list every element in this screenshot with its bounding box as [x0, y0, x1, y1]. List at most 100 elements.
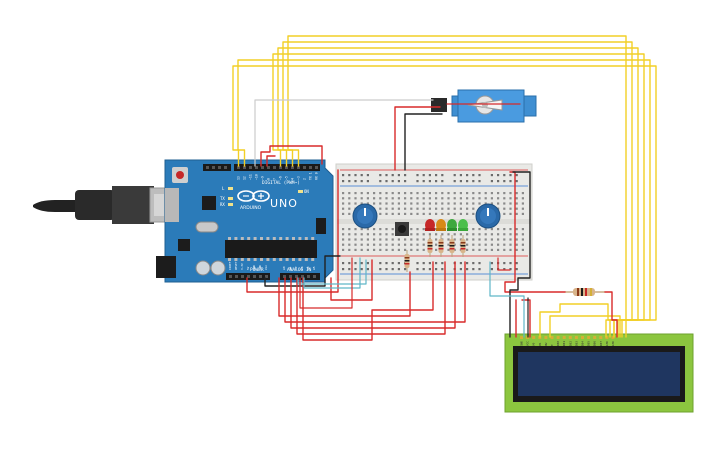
- breadboard-hole: [503, 228, 506, 231]
- breadboard-hole: [515, 243, 518, 246]
- breadboard-hole: [360, 248, 363, 251]
- cyan-wire: [303, 257, 361, 289]
- breadboard-hole: [472, 248, 475, 251]
- chip-pin: [279, 258, 283, 261]
- breadboard-hole: [490, 268, 493, 271]
- digital-pin: [315, 166, 318, 169]
- breadboard-hole: [348, 238, 351, 241]
- breadboard-hole: [428, 192, 431, 195]
- lcd-pin-label: DB0: [556, 341, 560, 346]
- breadboard-hole: [410, 197, 413, 200]
- led-orange[interactable]: [436, 219, 446, 231]
- breadboard-hole: [391, 268, 394, 271]
- led-red[interactable]: [425, 219, 435, 231]
- breadboard-hole: [416, 192, 419, 195]
- breadboard-hole: [497, 192, 500, 195]
- breadboard-hole: [379, 207, 382, 210]
- breadboard-hole: [397, 268, 400, 271]
- tx-led: [228, 197, 233, 200]
- breadboard-hole: [490, 180, 493, 183]
- breadboard-hole: [428, 197, 431, 200]
- power-pin: [259, 275, 262, 278]
- breadboard-hole: [342, 174, 345, 177]
- chip-pin: [311, 258, 315, 261]
- breadboard-hole: [453, 174, 456, 177]
- breadboard-hole: [354, 197, 357, 200]
- breadboard-hole: [366, 268, 369, 271]
- chip-pin: [240, 237, 244, 240]
- breadboard-hole: [478, 197, 481, 200]
- usb-cable[interactable]: [33, 186, 181, 224]
- breadboard-hole: [416, 207, 419, 210]
- breadboard-hole: [453, 248, 456, 251]
- breadboard-hole: [391, 262, 394, 265]
- breadboard-hole: [515, 207, 518, 210]
- led-green-2[interactable]: [458, 219, 468, 231]
- lcd-pin: [532, 336, 536, 339]
- breadboard-hole: [354, 243, 357, 246]
- resistor-led-green2-band: [460, 248, 466, 250]
- resistor-group: [404, 235, 466, 272]
- digital-label: DIGITAL (PWM~): [262, 180, 300, 186]
- red-wire: [296, 261, 446, 335]
- breadboard-hole: [503, 192, 506, 195]
- breadboard-hole: [503, 180, 506, 183]
- icsp-header: [316, 218, 326, 234]
- breadboard-hole: [354, 268, 357, 271]
- breadboard-hole: [422, 202, 425, 205]
- capacitor: [210, 260, 226, 276]
- servo-motor[interactable]: [451, 89, 537, 123]
- digital-pin: [237, 166, 240, 169]
- breadboard-hole: [447, 197, 450, 200]
- potentiometer-right[interactable]: [475, 203, 501, 229]
- breadboard-hole: [366, 238, 369, 241]
- breadboard-hole: [447, 238, 450, 241]
- breadboard-hole: [503, 174, 506, 177]
- analog-pin-label: A4: [306, 266, 310, 270]
- breadboard-hole: [391, 192, 394, 195]
- servo-connector: [431, 98, 447, 112]
- lcd-pin: [574, 336, 578, 339]
- breadboard-hole: [404, 248, 407, 251]
- breadboard-hole: [422, 248, 425, 251]
- digital-pin: [279, 166, 282, 169]
- breadboard-hole: [385, 202, 388, 205]
- lcd-pin: [556, 336, 560, 339]
- analog-header: [280, 273, 320, 280]
- breadboard-hole: [410, 207, 413, 210]
- breadboard-hole: [441, 212, 444, 215]
- breadboard-hole: [503, 243, 506, 246]
- breadboard-hole: [366, 243, 369, 246]
- red-wire: [278, 271, 411, 317]
- lcd-pin-label: DB1: [562, 341, 566, 346]
- potentiometer-left[interactable]: [352, 203, 378, 229]
- reset-button-cap[interactable]: [176, 171, 184, 179]
- breadboard-hole: [385, 207, 388, 210]
- lcd-pin: [611, 336, 615, 339]
- chip-pin: [234, 237, 238, 240]
- breadboard-hole: [484, 197, 487, 200]
- breadboard-hole: [404, 268, 407, 271]
- resistor-led-green-band: [449, 245, 455, 247]
- breadboard-hole: [373, 233, 376, 236]
- push-button[interactable]: [395, 222, 409, 236]
- breadboard-hole: [435, 268, 438, 271]
- power-pin: [229, 275, 232, 278]
- aref-pin: [224, 166, 227, 169]
- breadboard-hole: [478, 192, 481, 195]
- breadboard-hole: [490, 202, 493, 205]
- breadboard-hole: [422, 207, 425, 210]
- breadboard-hole: [354, 202, 357, 205]
- breadboard-hole: [472, 262, 475, 265]
- led-green[interactable]: [447, 219, 457, 231]
- voltage-regulator: [178, 239, 190, 251]
- aref-header: [203, 164, 231, 171]
- lcd-resistor: [565, 288, 605, 296]
- breadboard-hole: [385, 174, 388, 177]
- breadboard-hole: [472, 268, 475, 271]
- power-pin-label: 3.3V: [240, 263, 244, 270]
- breadboard-hole: [466, 192, 469, 195]
- breadboard-hole: [391, 174, 394, 177]
